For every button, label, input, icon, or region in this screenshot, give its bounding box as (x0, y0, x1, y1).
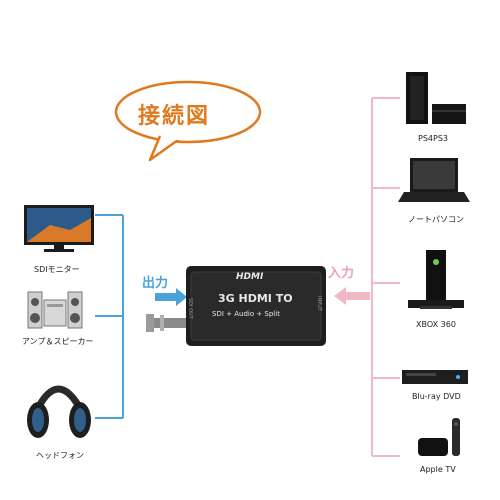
output-label: 出力 (142, 276, 169, 291)
input-label-bluray: Blu-ray DVD (412, 392, 461, 401)
converter-left-port: SDI OUT (187, 298, 193, 319)
output-label-amp-speaker: アンプ＆スピーカー (22, 337, 94, 346)
converter-right-port: INPUT (316, 296, 322, 311)
output-label-headphones: ヘッドフォン (36, 451, 84, 460)
input-wiring (371, 97, 400, 457)
output-wiring (95, 214, 124, 419)
converter-subtitle: SDI + Audio + Split (212, 310, 280, 318)
page-title: 接続図 (138, 104, 211, 129)
bluray-player-icon (402, 370, 468, 384)
input-label-xbox: XBOX 360 (416, 320, 456, 329)
laptop-icon (398, 158, 470, 202)
converter-model: 3G HDMI TO (218, 292, 293, 305)
input-label: 入力 (328, 266, 355, 281)
output-arrow (155, 288, 187, 306)
input-label-laptop: ノートパソコン (408, 215, 464, 224)
xbox-icon (408, 250, 464, 309)
title-bubble (114, 80, 262, 162)
game-console-icon (406, 72, 466, 124)
input-label-ps4ps3: PS4PS3 (418, 134, 448, 143)
input-label-apple-tv: Apple TV (420, 465, 456, 474)
input-arrow (334, 287, 370, 305)
headphones-icon (27, 385, 91, 438)
output-label-sdi-monitor: SDIモニター (34, 265, 80, 274)
hdmi-sdi-converter (146, 266, 326, 346)
apple-tv-icon (418, 418, 460, 456)
monitor-icon (24, 205, 94, 252)
converter-brand: HDMI (236, 272, 264, 282)
speaker-icon (27, 291, 83, 329)
